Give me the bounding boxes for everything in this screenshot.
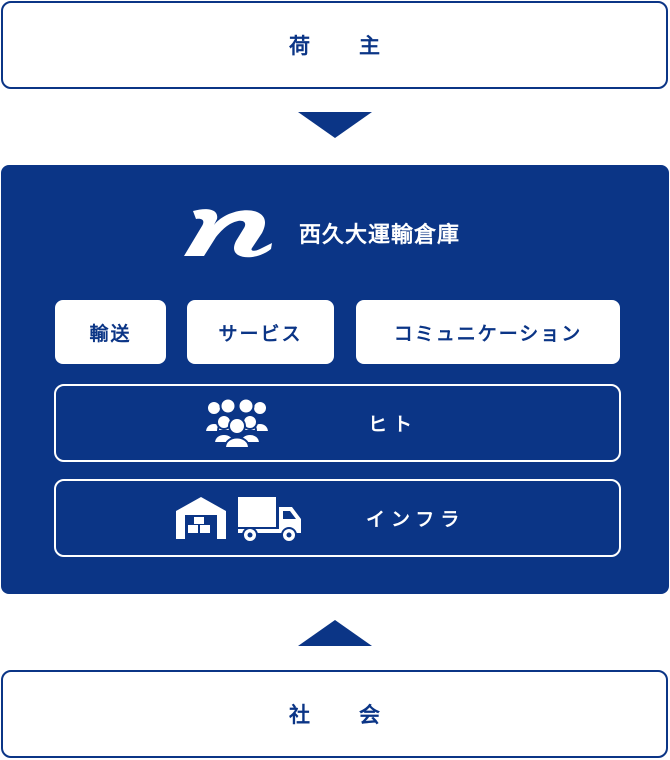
layer-box-people: ヒト xyxy=(54,384,621,462)
arrow-up-icon xyxy=(298,620,372,646)
service-label-communication: コミュニケーション xyxy=(393,322,583,345)
truck-icon xyxy=(238,497,301,543)
people-icon xyxy=(204,398,270,448)
society-box: 社 会 xyxy=(1,670,668,758)
warehouse-icon xyxy=(176,497,226,539)
company-logo-icon xyxy=(184,209,272,258)
service-box-service: サービス xyxy=(187,300,334,364)
service-label-service: サービス xyxy=(218,322,303,345)
shipper-label: 荷 主 xyxy=(289,34,394,58)
company-name: 西久大運輸倉庫 xyxy=(299,222,461,248)
service-label-transport: 輸送 xyxy=(89,322,132,345)
layer-label-infra: インフラ xyxy=(366,508,466,531)
service-box-communication: コミュニケーション xyxy=(356,300,620,364)
company-header: 西久大運輸倉庫 xyxy=(181,205,460,260)
society-label: 社 会 xyxy=(289,703,394,727)
layer-label-people: ヒト xyxy=(368,413,419,436)
layer-box-infra: インフラ xyxy=(54,479,621,557)
company-panel: 西久大運輸倉庫 輸送 サービス コミュニケーション xyxy=(1,165,669,594)
shipper-box: 荷 主 xyxy=(1,1,668,89)
arrow-down-icon xyxy=(298,112,372,138)
service-box-transport: 輸送 xyxy=(55,300,166,364)
